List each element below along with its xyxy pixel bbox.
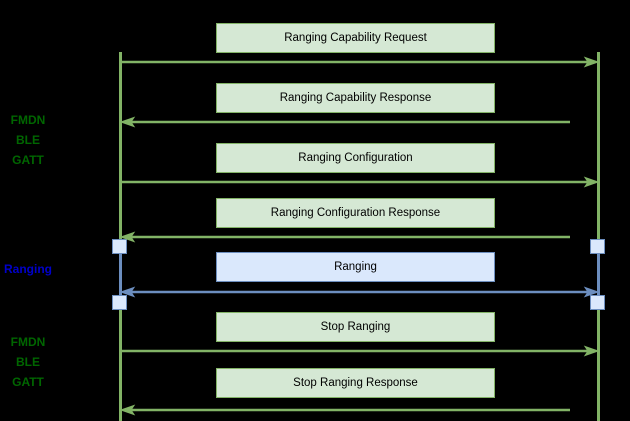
- msg-stop-ranging-box: Stop Ranging: [216, 312, 495, 342]
- phase-ranging: Ranging: [4, 262, 52, 276]
- msg-stop-ranging-response-box: Stop Ranging Response: [216, 368, 495, 398]
- msg-ranging-capability-request-arrow: [121, 56, 600, 68]
- msg-stop-ranging-arrow: [121, 345, 600, 357]
- lifeline-left-upper: [119, 52, 122, 246]
- msg-ranging-box: Ranging: [216, 252, 495, 282]
- msg-ranging-configuration-arrow: [121, 176, 600, 188]
- msg-ranging-label: Ranging: [334, 261, 377, 273]
- activation-left-end: [112, 295, 127, 310]
- activation-left-start: [112, 239, 127, 254]
- lifeline-right-upper: [597, 52, 600, 246]
- lifeline-left-ranging-segment: [119, 246, 122, 302]
- phase-fmdn-bottom: FMDN BLE GATT: [10, 335, 46, 389]
- msg-ranging-arrow: [119, 286, 600, 298]
- msg-ranging-configuration-box: Ranging Configuration: [216, 143, 495, 173]
- activation-right-start: [590, 239, 605, 254]
- msg-ranging-capability-response-box: Ranging Capability Response: [216, 83, 495, 113]
- msg-stop-ranging-response-label: Stop Ranging Response: [293, 377, 418, 389]
- msg-ranging-configuration-label: Ranging Configuration: [298, 152, 413, 164]
- msg-ranging-configuration-response-label: Ranging Configuration Response: [270, 207, 441, 219]
- msg-ranging-capability-response-label: Ranging Capability Response: [279, 92, 432, 104]
- msg-ranging-capability-response-arrow: [119, 116, 598, 128]
- activation-right-end: [590, 295, 605, 310]
- lifeline-left-lower: [119, 302, 122, 421]
- lifeline-right-lower: [597, 302, 600, 421]
- msg-stop-ranging-response-arrow: [119, 404, 598, 416]
- phase-fmdn-top: FMDN BLE GATT: [10, 113, 46, 167]
- msg-stop-ranging-label: Stop Ranging: [320, 321, 391, 333]
- msg-ranging-configuration-response-box: Ranging Configuration Response: [216, 198, 495, 228]
- msg-ranging-capability-request-box: Ranging Capability Request: [216, 23, 495, 53]
- msg-ranging-configuration-response-arrow: [119, 231, 598, 243]
- lifeline-right-ranging-segment: [597, 246, 600, 302]
- msg-ranging-capability-request-label: Ranging Capability Request: [284, 32, 427, 44]
